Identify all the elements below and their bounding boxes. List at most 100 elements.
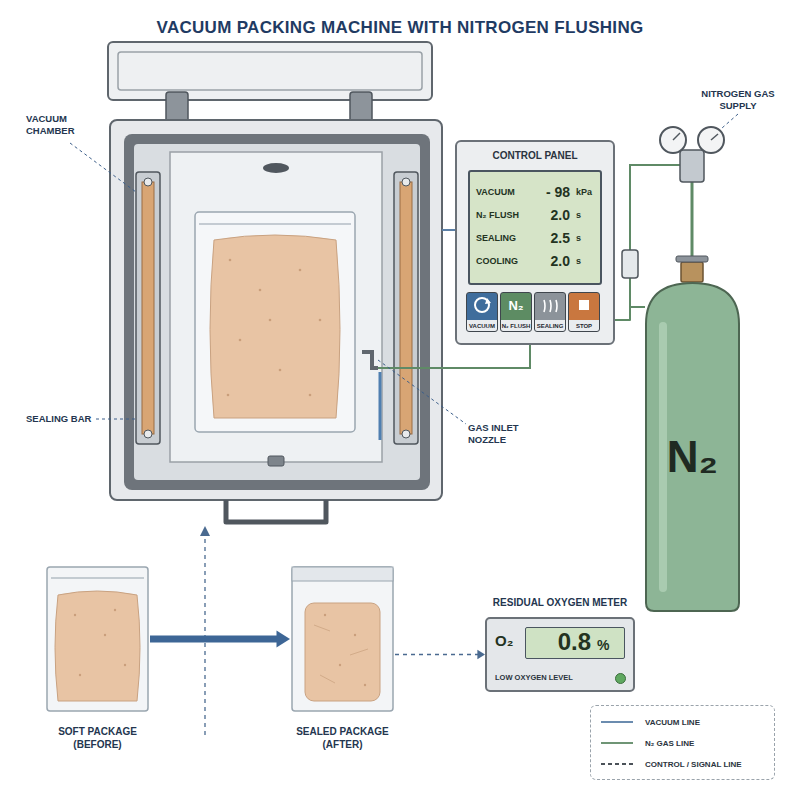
sealing-icon <box>544 300 557 312</box>
screw <box>144 178 152 186</box>
legend-row: VACUUM LINE <box>601 715 700 729</box>
pressure-gauge <box>698 127 724 153</box>
leader-line <box>722 114 738 128</box>
legend-line-sample <box>601 717 633 727</box>
cylinder-valve <box>681 262 703 282</box>
shape-circle <box>324 614 326 616</box>
shape-g <box>74 609 126 676</box>
regulator-pipe <box>691 180 694 262</box>
screw <box>402 430 410 438</box>
legend-row: N₂ GAS LINE <box>601 736 694 750</box>
sealing-bar-bracket <box>394 172 418 444</box>
soft-package-outline <box>45 565 150 713</box>
shape-path <box>646 283 739 611</box>
vacuum-line <box>442 229 455 231</box>
gas-tube <box>379 372 382 440</box>
gauge-needle <box>711 134 718 140</box>
pressure-gauge <box>660 127 686 153</box>
legend-line-sample <box>601 759 633 769</box>
vacuum-icon <box>475 298 489 312</box>
n2-gas-hose <box>615 307 645 320</box>
node-text: 2.0 <box>534 207 574 223</box>
n2-gas-line <box>629 278 631 307</box>
shape-rect <box>305 603 380 701</box>
leader-line <box>378 360 466 424</box>
shape-circle <box>299 269 302 272</box>
vacuum-icon <box>485 298 491 304</box>
arrow-head <box>477 650 485 660</box>
node-text: - 98 <box>534 184 574 200</box>
node-text: N₂ FLUSH <box>501 323 531 329</box>
callout-label: VACUUM CHAMBER <box>26 113 104 137</box>
sealed-package-outline <box>290 565 395 713</box>
screw <box>402 178 410 186</box>
lid-inner-edge <box>118 52 422 90</box>
node-text: VACUUM <box>476 187 534 197</box>
sealing-bar-bracket <box>136 172 160 444</box>
control-panel: CONTROL PANELVACUUM- 98kPaN₂ FLUSH2.0sSE… <box>455 140 615 345</box>
arrow-head <box>200 526 210 536</box>
sealing-bar <box>400 182 412 434</box>
vacuum-port <box>263 163 289 173</box>
shape-circle <box>104 634 106 636</box>
node-text: CONTROL PANEL <box>457 150 613 161</box>
chamber-clip <box>268 456 284 466</box>
shape-circle <box>79 674 81 676</box>
content-speckles <box>227 259 322 397</box>
nitrogen-cylinder: N₂ <box>645 282 740 612</box>
node-text: 2.5 <box>534 230 574 246</box>
legend-text: N₂ GAS LINE <box>645 739 694 748</box>
shape-circle <box>319 319 322 322</box>
shape-rect <box>292 567 393 711</box>
oxygen-meter: RESIDUAL OXYGEN METERO₂0.8%LOW OXYGEN LE… <box>485 617 635 692</box>
node-text: 2.0 <box>534 253 574 269</box>
gas-inlet-nozzle <box>362 352 378 368</box>
node-text: COOLING <box>476 256 534 266</box>
shape-g <box>324 614 366 686</box>
bag-in-chamber <box>195 212 355 432</box>
gauge-needle <box>673 133 680 140</box>
callout-label: NITROGEN GAS SUPPLY <box>692 88 784 112</box>
legend-box: VACUUM LINE N₂ GAS LINE CONTROL / SIGNAL L… <box>590 705 775 780</box>
gas-filter <box>622 250 638 278</box>
shape-rect <box>659 322 667 592</box>
edge-layer <box>150 307 645 659</box>
shape-line <box>51 577 144 579</box>
shape-circle <box>364 684 366 686</box>
chamber-frame <box>124 134 430 490</box>
node-text: s <box>574 256 594 266</box>
node-text: SEALED PACKAGE (AFTER) <box>287 725 398 751</box>
pressure-regulator <box>680 150 704 182</box>
sealing-button: SEALING <box>534 292 566 332</box>
legend-text: VACUUM LINE <box>645 718 700 727</box>
shape-path <box>314 625 368 683</box>
shape-circle <box>354 634 356 636</box>
node-text: VACUUM <box>467 323 497 329</box>
shape-circle <box>339 664 341 666</box>
node-text: s <box>574 233 594 243</box>
shape-circle <box>124 664 126 666</box>
shape-circle <box>279 369 282 372</box>
shape-circle <box>229 259 232 262</box>
legend-line-sample <box>601 738 633 748</box>
machine-lid <box>108 42 432 100</box>
shape-circle <box>74 614 76 616</box>
node-text: LOW OXYGEN LEVEL <box>495 673 573 682</box>
sealing-bar <box>142 182 154 434</box>
status-led <box>615 673 626 684</box>
node-text: O₂ <box>495 632 513 649</box>
soft-package: SOFT PACKAGE (BEFORE) <box>45 565 150 713</box>
shape-circle <box>114 609 116 611</box>
legend-row: CONTROL / SIGNAL LINE <box>601 757 742 771</box>
shape-rect <box>47 567 148 711</box>
node-text: STOP <box>569 323 599 329</box>
shape-rect <box>292 567 393 581</box>
node-text: % <box>597 637 609 653</box>
node-text: RESIDUAL OXYGEN METER <box>457 597 663 608</box>
machine-body <box>110 120 442 500</box>
screw <box>144 430 152 438</box>
node-text: kPa <box>574 187 594 197</box>
